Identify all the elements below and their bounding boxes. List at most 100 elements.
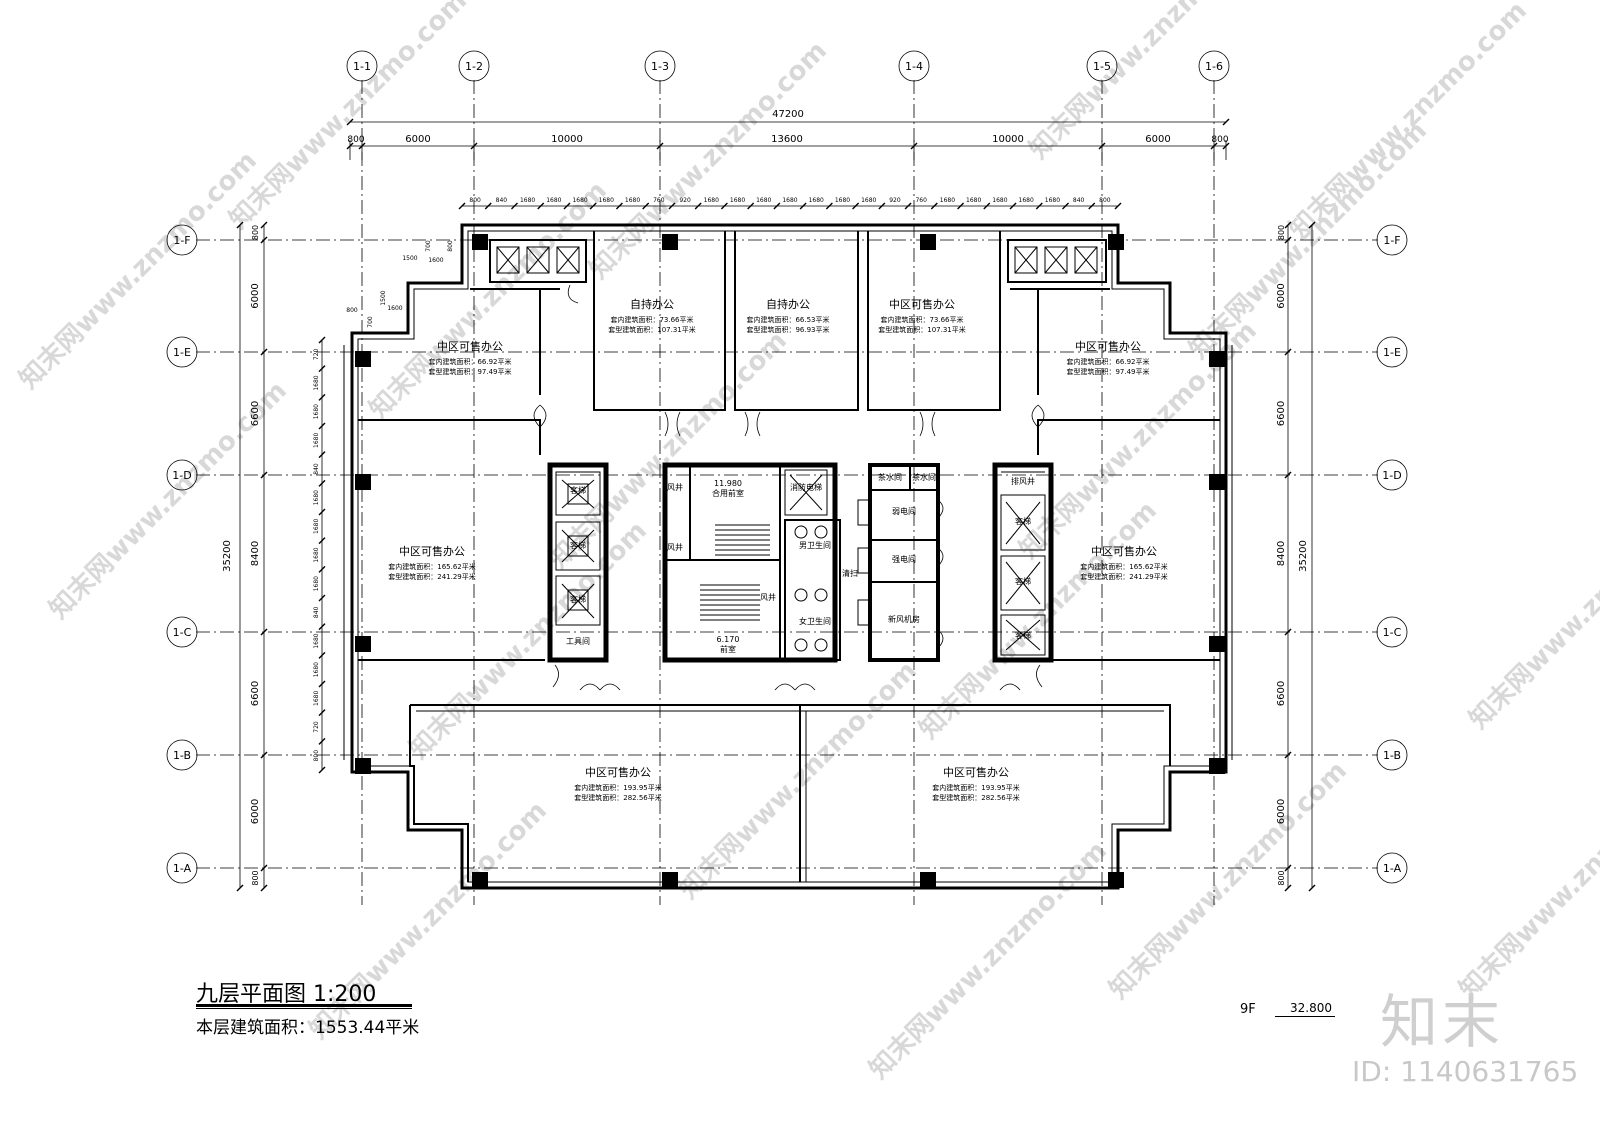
left-module-text: 1680 xyxy=(313,375,320,390)
facade-module-text: 800 xyxy=(1099,197,1111,204)
room-label-lift-r1: 客梯 xyxy=(1015,516,1031,526)
room-label-fresh-air: 新风机房 xyxy=(888,614,920,624)
dim-tick xyxy=(563,202,571,210)
dim-tick xyxy=(747,202,755,210)
grid-bubble-row-left xyxy=(166,224,198,256)
elevation-value: 32.800 xyxy=(1290,1001,1332,1015)
dim-tick xyxy=(1284,628,1292,636)
side-span-text-right: 800 xyxy=(1277,225,1286,240)
facade-module-text: 1680 xyxy=(1019,197,1034,204)
room-label-tool-room: 工具间 xyxy=(566,637,590,646)
facade-module-text: 800 xyxy=(469,197,481,204)
grid-label-row-left: 1-A xyxy=(173,862,192,875)
side-span-text-left: 6600 xyxy=(250,681,261,706)
left-module-text: 840 xyxy=(313,463,320,475)
room-label-womens-wc: 女卫生间 xyxy=(799,616,831,626)
dim-tick xyxy=(1284,751,1292,759)
dim-tick xyxy=(930,202,938,210)
facade-module-text: 840 xyxy=(1073,197,1085,204)
facade-module-text: 760 xyxy=(915,197,927,204)
unit-inner-area: 套内建筑面积：165.62平米 xyxy=(1080,562,1168,571)
overall-width-text: 47200 xyxy=(772,109,804,120)
dim-tick xyxy=(318,537,326,545)
dim-tick xyxy=(1062,202,1070,210)
grid-bubble-row-left xyxy=(166,459,198,491)
dim-tick xyxy=(318,451,326,459)
watermark-text: 知末网www.znzmo.com xyxy=(224,0,473,235)
top-span-text: 13600 xyxy=(771,134,803,145)
dim-tick xyxy=(1009,202,1017,210)
notch-dim-text: 1600 xyxy=(428,257,443,264)
room-label-shared-lobby-level: 11.980 xyxy=(714,479,742,488)
top-span-text: 10000 xyxy=(992,134,1024,145)
facade-module-text: 1680 xyxy=(809,197,824,204)
room-label-lift-r2: 客梯 xyxy=(1015,576,1031,586)
dim-tick xyxy=(1035,202,1043,210)
facade-module-text: 1680 xyxy=(572,197,587,204)
dim-tick xyxy=(1088,202,1096,210)
unit-name: 中区可售办公 xyxy=(585,765,651,779)
dim-tick xyxy=(1114,202,1122,210)
overall-height-text-left: 35200 xyxy=(222,540,233,572)
facade-module-text: 920 xyxy=(889,197,901,204)
unit-total-area: 套型建筑面积：107.31平米 xyxy=(608,325,696,334)
left-module-text: 1680 xyxy=(313,633,320,648)
dim-tick xyxy=(260,751,268,759)
unit-total-area: 套型建筑面积：107.31平米 xyxy=(878,325,966,334)
grid-bubble-row-left xyxy=(166,336,198,368)
dim-tick xyxy=(825,202,833,210)
grid-bubble-col xyxy=(346,50,378,82)
unit-name: 中区可售办公 xyxy=(1075,339,1141,353)
watermark-text: 知末网www.znzmo.com xyxy=(1284,0,1533,245)
unit-name: 中区可售办公 xyxy=(943,765,1009,779)
side-span-text-left: 6600 xyxy=(250,401,261,426)
dim-tick xyxy=(260,864,268,872)
dim-tick xyxy=(852,202,860,210)
dim-tick xyxy=(957,202,965,210)
watermark-text: 知末网www.znzmo.com xyxy=(14,146,263,395)
top-elevator-shafts xyxy=(489,239,1107,283)
unit-total-area: 套型建筑面积：241.29平米 xyxy=(388,572,476,581)
dim-tick xyxy=(720,202,728,210)
dim-tick xyxy=(589,202,597,210)
grid-bubble-col xyxy=(898,50,930,82)
dim-tick xyxy=(799,202,807,210)
watermark-text: 知末网www.znzmo.com xyxy=(674,656,923,905)
grid-label-col: 1-4 xyxy=(905,60,923,73)
unit-total-area: 套型建筑面积：97.49平米 xyxy=(1066,367,1149,376)
unit-total-area: 套型建筑面积：241.29平米 xyxy=(1080,572,1168,581)
unit-inner-area: 套内建筑面积：165.62平米 xyxy=(388,562,476,571)
dim-tick xyxy=(318,365,326,373)
side-span-text-left: 800 xyxy=(251,225,260,240)
grid-label-col: 1-3 xyxy=(651,60,669,73)
unit-inner-area: 套内建筑面积：66.53平米 xyxy=(746,315,829,324)
notch-dim-text: 700 xyxy=(367,316,374,328)
dim-tick xyxy=(318,508,326,516)
unit-name: 自持办公 xyxy=(630,297,674,311)
central-core xyxy=(547,462,1054,663)
building-outline xyxy=(343,223,1233,890)
grid-label-row-right: 1-D xyxy=(1382,469,1401,482)
notch-dim-text: 800 xyxy=(447,240,454,252)
grid-bubble-row-right xyxy=(1376,739,1408,771)
dim-tick xyxy=(458,202,466,210)
facade-module-text: 1680 xyxy=(625,197,640,204)
side-span-text-right: 8400 xyxy=(1276,541,1287,566)
room-label-tea-1: 茶水间 xyxy=(878,472,902,482)
top-span-text: 800 xyxy=(1211,135,1228,145)
dim-tick xyxy=(668,202,676,210)
unit-total-area: 套型建筑面积：97.49平米 xyxy=(428,367,511,376)
unit-name: 中区可售办公 xyxy=(889,297,955,311)
top-span-text: 10000 xyxy=(551,134,583,145)
left-module-text: 720 xyxy=(313,721,320,733)
dim-tick xyxy=(1284,471,1292,479)
side-span-text-right: 800 xyxy=(1277,870,1286,885)
notch-dim-text: 800 xyxy=(346,307,358,314)
dim-tick xyxy=(773,202,781,210)
left-module-text: 840 xyxy=(313,606,320,618)
room-label-shared-lobby: 合用前室 xyxy=(712,488,744,498)
